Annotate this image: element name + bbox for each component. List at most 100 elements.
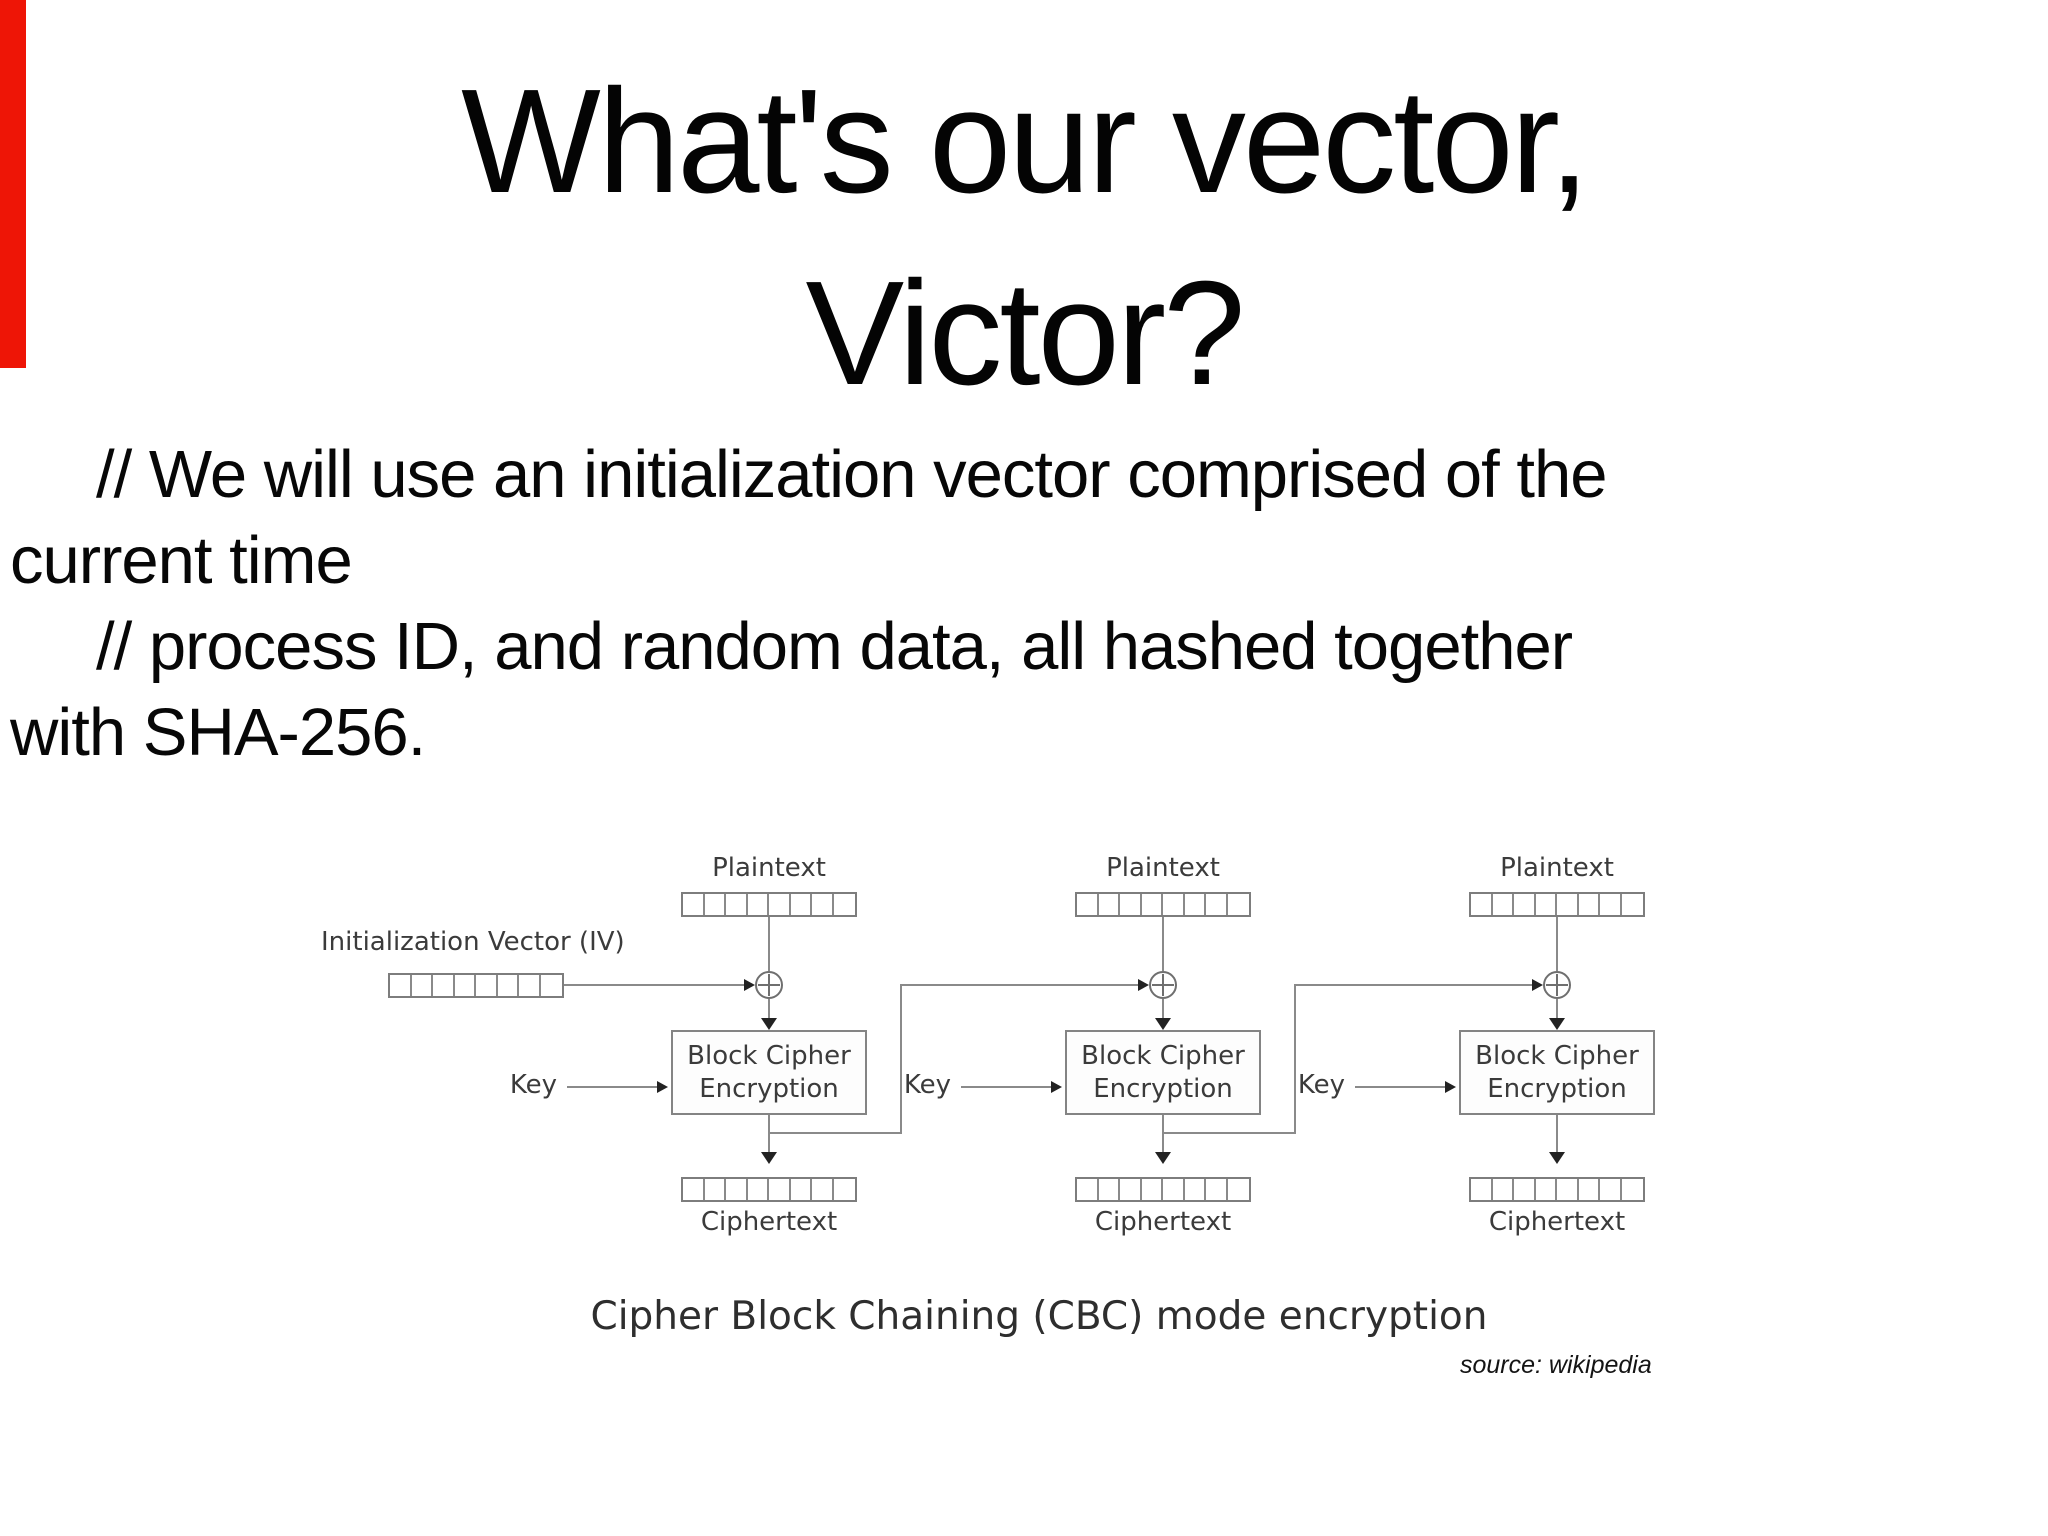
xor-to-cipher-arrowhead bbox=[761, 1018, 777, 1030]
register-cell bbox=[1600, 1179, 1622, 1200]
xor-to-cipher-line bbox=[768, 999, 770, 1019]
register-cell bbox=[791, 1179, 812, 1200]
plaintext-register bbox=[1075, 892, 1251, 917]
register-cell bbox=[1514, 1179, 1536, 1200]
ciphertext-label: Ciphertext bbox=[1488, 1207, 1626, 1237]
ciphertext-register bbox=[681, 1177, 857, 1202]
register-cell bbox=[541, 975, 563, 996]
register-cell bbox=[1579, 894, 1600, 915]
register-cell bbox=[834, 894, 856, 915]
register-cell bbox=[1600, 894, 1622, 915]
register-cell bbox=[1163, 1179, 1185, 1200]
cipher-output-line bbox=[1556, 1115, 1558, 1153]
slide-title-line-1: What's our vector, bbox=[461, 59, 1590, 224]
register-cell bbox=[1536, 894, 1557, 915]
register-cell bbox=[1077, 1179, 1099, 1200]
register-cell bbox=[726, 894, 748, 915]
register-cell bbox=[1120, 894, 1142, 915]
register-cell bbox=[1493, 1179, 1514, 1200]
register-cell bbox=[683, 1179, 705, 1200]
plaintext-register bbox=[681, 892, 857, 917]
plaintext-label: Plaintext bbox=[1500, 853, 1614, 883]
slide-title: What's our vector, Victor? bbox=[0, 46, 2048, 430]
register-cell bbox=[1206, 894, 1228, 915]
xor-to-cipher-arrowhead bbox=[1155, 1018, 1171, 1030]
plaintext-connector bbox=[1556, 917, 1558, 971]
ciphertext-register bbox=[1469, 1177, 1645, 1202]
xor-node bbox=[1149, 971, 1177, 999]
register-cell bbox=[1206, 1179, 1228, 1200]
register-cell bbox=[1120, 1179, 1142, 1200]
register-cell bbox=[1557, 894, 1579, 915]
chain-branch-line bbox=[769, 1132, 902, 1134]
key-arrow-line bbox=[567, 1086, 657, 1088]
register-cell bbox=[1557, 1179, 1579, 1200]
register-cell bbox=[1579, 1179, 1600, 1200]
register-cell bbox=[1077, 894, 1099, 915]
chain-forward-line bbox=[900, 984, 1138, 986]
register-cell bbox=[1493, 894, 1514, 915]
register-cell bbox=[1514, 894, 1536, 915]
register-cell bbox=[705, 1179, 726, 1200]
key-label: Key bbox=[509, 1070, 557, 1100]
chain-arrowhead bbox=[1532, 979, 1543, 991]
plaintext-label: Plaintext bbox=[1106, 853, 1220, 883]
register-cell bbox=[519, 975, 541, 996]
slide-title-line-2: Victor? bbox=[805, 251, 1246, 416]
register-cell bbox=[1185, 1179, 1206, 1200]
iv-arrowhead bbox=[744, 979, 755, 991]
block-cipher-label-line1: Block Cipher bbox=[1475, 1040, 1639, 1071]
register-cell bbox=[1099, 1179, 1120, 1200]
key-arrowhead bbox=[1051, 1081, 1062, 1093]
cipher-output-line bbox=[1162, 1115, 1164, 1153]
register-cell bbox=[834, 1179, 856, 1200]
register-cell bbox=[498, 975, 519, 996]
ciphertext-register bbox=[1075, 1177, 1251, 1202]
cipher-output-line bbox=[768, 1115, 770, 1153]
key-arrow-line bbox=[961, 1086, 1051, 1088]
block-cipher-label-line2: Encryption bbox=[699, 1073, 839, 1104]
key-arrowhead bbox=[1445, 1081, 1456, 1093]
register-cell bbox=[476, 975, 498, 996]
key-arrowhead bbox=[657, 1081, 668, 1093]
comment-line-2: current time bbox=[10, 523, 353, 598]
plaintext-label: Plaintext bbox=[712, 853, 826, 883]
ciphertext-label: Ciphertext bbox=[700, 1207, 838, 1237]
block-cipher-label-line1: Block Cipher bbox=[1081, 1040, 1245, 1071]
register-cell bbox=[769, 894, 791, 915]
cipher-output-arrowhead bbox=[1549, 1152, 1565, 1164]
register-cell bbox=[1471, 894, 1493, 915]
xor-to-cipher-line bbox=[1556, 999, 1558, 1019]
register-cell bbox=[726, 1179, 748, 1200]
register-cell bbox=[455, 975, 476, 996]
register-cell bbox=[1163, 894, 1185, 915]
register-cell bbox=[748, 894, 769, 915]
register-cell bbox=[1142, 894, 1163, 915]
block-cipher-box: Block Cipher Encryption bbox=[1065, 1030, 1261, 1115]
block-cipher-label-line2: Encryption bbox=[1093, 1073, 1233, 1104]
register-cell bbox=[683, 894, 705, 915]
register-cell bbox=[1228, 1179, 1250, 1200]
chain-riser-line bbox=[900, 984, 902, 1134]
register-cell bbox=[1536, 1179, 1557, 1200]
chain-forward-line bbox=[1294, 984, 1532, 986]
register-cell bbox=[1622, 1179, 1644, 1200]
register-cell bbox=[791, 894, 812, 915]
plaintext-connector bbox=[768, 917, 770, 971]
chain-branch-line bbox=[1163, 1132, 1296, 1134]
xor-node bbox=[1543, 971, 1571, 999]
plaintext-connector bbox=[1162, 917, 1164, 971]
cipher-output-arrowhead bbox=[1155, 1152, 1171, 1164]
register-cell bbox=[705, 894, 726, 915]
register-cell bbox=[1622, 894, 1644, 915]
register-cell bbox=[1471, 1179, 1493, 1200]
register-cell bbox=[1228, 894, 1250, 915]
comment-line-1: // We will use an initialization vector … bbox=[96, 437, 1608, 512]
block-cipher-label-line2: Encryption bbox=[1487, 1073, 1627, 1104]
plaintext-register bbox=[1469, 892, 1645, 917]
source-attribution: source: wikipedia bbox=[1460, 1351, 1652, 1379]
iv-label: Initialization Vector (IV) bbox=[321, 927, 625, 957]
xor-to-cipher-arrowhead bbox=[1549, 1018, 1565, 1030]
key-label: Key bbox=[1297, 1070, 1345, 1100]
